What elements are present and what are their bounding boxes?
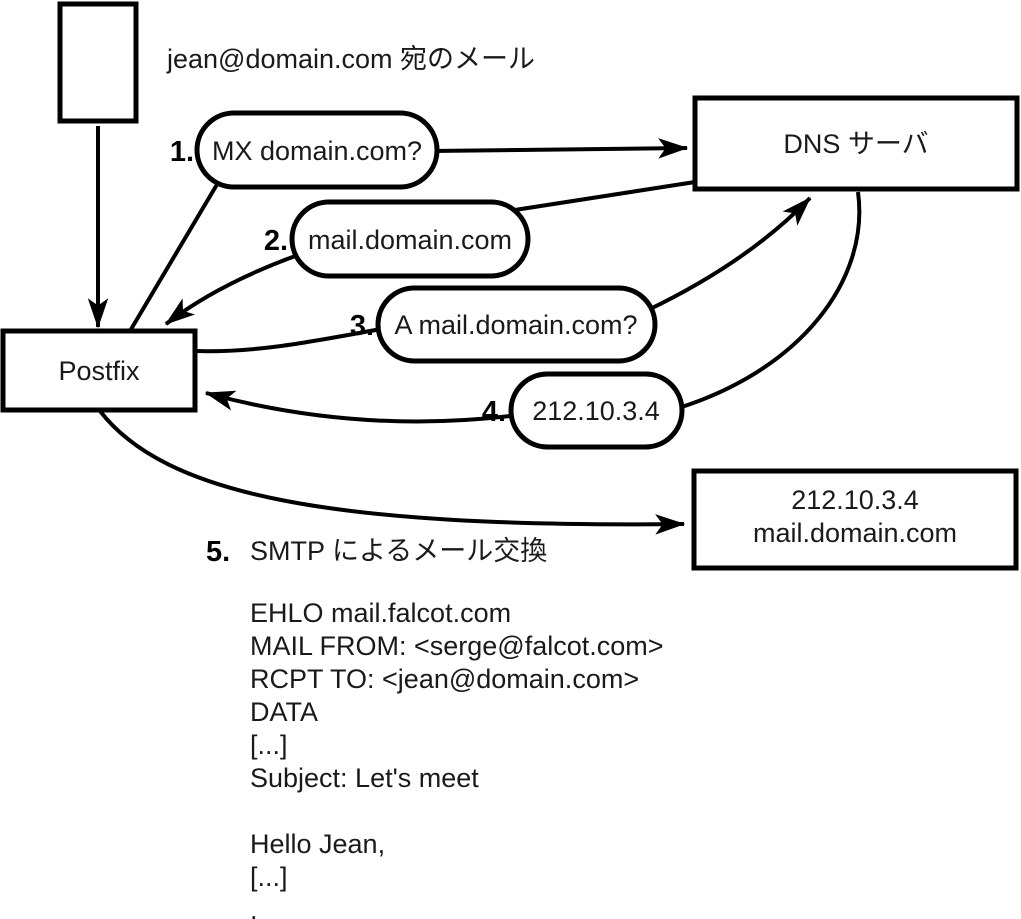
smtp-line-end-dot: . (250, 895, 258, 919)
nodes (0, 1, 1020, 571)
arrow-step4-pill-to-postfix (204, 390, 519, 424)
step4-label: 212.10.3.4 (532, 396, 660, 426)
postfix-label: Postfix (58, 356, 140, 386)
mail-caption: jean@domain.com 宛のメール (166, 44, 535, 74)
step4-number: 4. (482, 396, 506, 428)
smtp-line: Subject: Let's meet (250, 763, 479, 793)
step3-label: A mail.domain.com? (394, 310, 637, 340)
dns-server-box (692, 95, 1020, 192)
smtp-line: RCPT TO: <jean@domain.com> (250, 664, 639, 694)
step1-pill (194, 110, 440, 190)
edges (87, 126, 862, 535)
smtp-session-text: EHLO mail.falcot.com MAIL FROM: <serge@f… (250, 598, 664, 919)
smtp-line: MAIL FROM: <serge@falcot.com> (250, 631, 664, 661)
arrow-step3-tail-postfix-to-pill (195, 325, 393, 354)
mail-server-ip: 212.10.3.4 (791, 485, 919, 515)
step2-number: 2. (264, 225, 288, 257)
smtp-line: DATA (250, 697, 318, 727)
step5-label: SMTP によるメール交換 (250, 536, 547, 566)
arrow-step1-pill-to-dns (429, 138, 689, 159)
step1-number: 1. (170, 136, 194, 168)
smtp-line: Hello Jean, (250, 829, 385, 859)
smtp-line: [...] (250, 730, 288, 760)
step3-pill (375, 285, 658, 364)
arrow-step2-tail-dns-to-pill (501, 180, 696, 214)
smtp-line: [...] (250, 862, 288, 892)
mail-server-hostname: mail.domain.com (753, 518, 957, 548)
arrow-step2-pill-to-postfix (164, 253, 299, 326)
step1-label: MX domain.com? (212, 136, 422, 166)
arrow-step1-tail-postfix-to-pill (128, 174, 224, 333)
step2-label: mail.domain.com (308, 225, 512, 255)
labels: jean@domain.com 宛のメール Postfix DNS サーバ 21… (58, 44, 957, 568)
arrow-step3-pill-to-dns (647, 196, 812, 312)
smtp-line: EHLO mail.falcot.com (250, 598, 511, 628)
step4-pill (508, 371, 685, 450)
step3-number: 3. (350, 310, 374, 342)
mail-message-icon (57, 1, 139, 124)
step2-pill (289, 199, 531, 279)
mail-server-box (691, 468, 1019, 571)
arrow-step4-tail-dns-to-pill (671, 191, 862, 412)
dns-server-label: DNS サーバ (783, 129, 928, 159)
arrow-step5-postfix-to-mailserver (98, 409, 686, 535)
step5-number: 5. (206, 536, 230, 568)
postfix-box (0, 328, 198, 413)
